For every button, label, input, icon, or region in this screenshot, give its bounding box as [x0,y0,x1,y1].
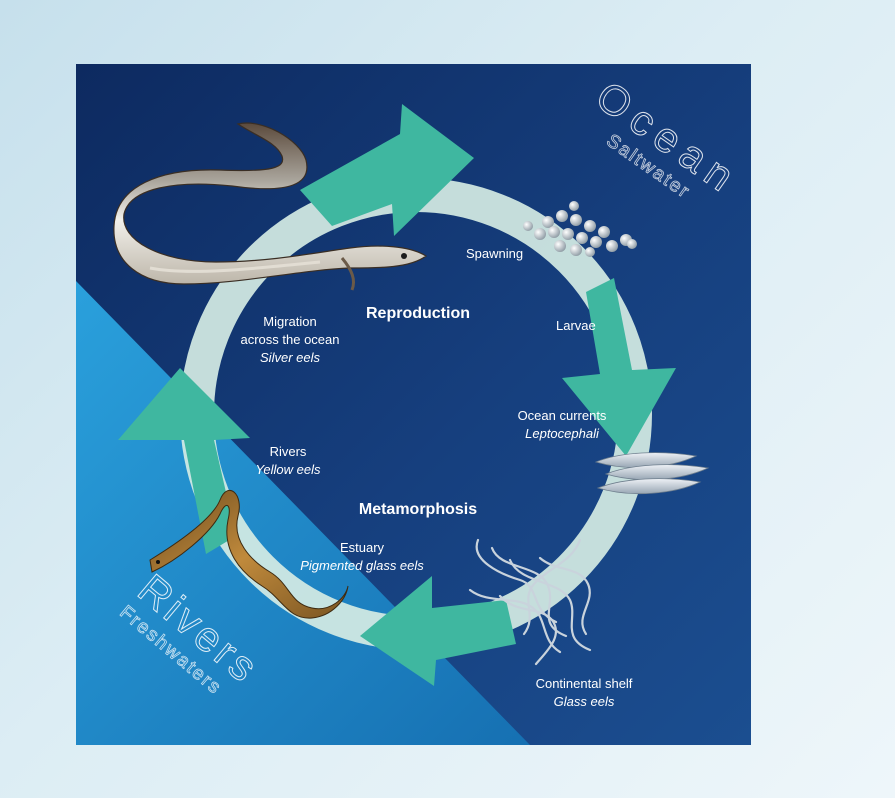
larvae-label: Larvae [556,318,596,333]
silver-eels-label: Silver eels [260,350,320,365]
metamorphosis-label: Metamorphosis [359,501,477,518]
leptocephali-illustration [594,452,710,495]
arrow-top [300,104,474,236]
migration-label: Migration [263,314,316,329]
leptocephali-label: Leptocephali [525,426,600,441]
ocean-currents-label: Ocean currents [518,408,607,423]
rivers-stage-label: Rivers [270,444,307,459]
arrow-right [562,278,676,456]
glass-eels-illustration [468,538,592,666]
glass-eels-label: Glass eels [554,694,615,709]
spawning-label: Spawning [466,246,523,261]
arrow-bottom [360,576,516,686]
continental-shelf-label: Continental shelf [536,676,633,691]
reproduction-label: Reproduction [366,305,470,322]
across-ocean-label: across the ocean [240,332,339,347]
yellow-eels-label: Yellow eels [255,462,321,477]
silver-eel-illustration [113,122,428,291]
estuary-label: Estuary [340,540,385,555]
pigmented-glass-eels-label: Pigmented glass eels [300,558,424,573]
yellow-eel-illustration [149,489,349,619]
eggs-illustration [523,201,637,257]
